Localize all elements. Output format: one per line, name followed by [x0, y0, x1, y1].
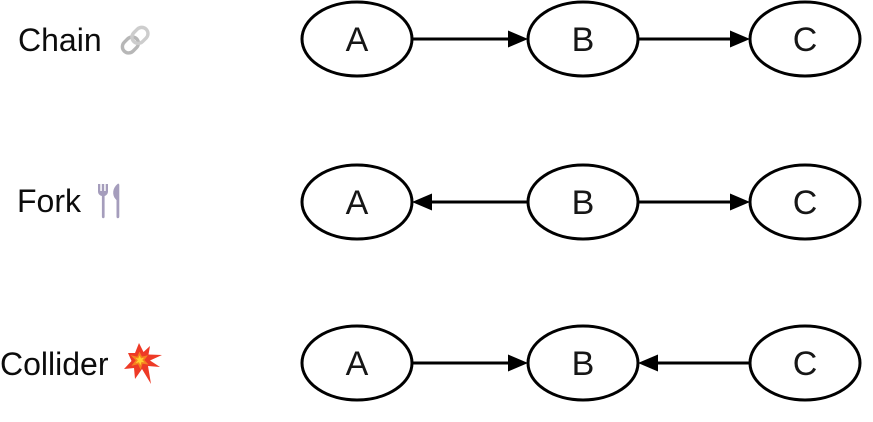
row-label-text-chain: Chain [18, 22, 102, 58]
node-ellipse-fork-c [748, 163, 862, 241]
row-label-text-collider: Collider [0, 346, 109, 382]
row-label-chain: Chain [18, 22, 153, 58]
node-ellipse-fork-b [526, 163, 640, 241]
link-icon [117, 22, 153, 58]
node-ellipse-collider-a [300, 324, 414, 402]
node-label-fork-a: A [346, 184, 369, 222]
node-label-chain-c: C [793, 21, 818, 59]
node-ellipse-collider-c [748, 324, 862, 402]
fork-and-knife-icon [96, 182, 124, 220]
node-ellipse-collider-b [526, 324, 640, 402]
edge-arrowhead-into-c [730, 30, 750, 48]
graph-row-chain: A B C [300, 0, 862, 78]
row-label-fork: Fork [17, 182, 124, 220]
node-ellipse-fork-a [300, 163, 414, 241]
node-label-fork-c: C [793, 184, 818, 222]
edge-arrowhead-into-c [730, 193, 750, 211]
node-label-chain-b: B [572, 21, 595, 59]
row-label-collider: Collider [0, 343, 163, 385]
edge-arrowhead-into-b [508, 30, 528, 48]
node-label-collider-c: C [793, 345, 818, 383]
node-label-collider-a: A [346, 345, 369, 383]
node-ellipse-chain-b [526, 0, 640, 78]
edge-arrowhead-into-b [638, 354, 658, 372]
collision-icon [123, 343, 163, 385]
node-label-fork-b: B [572, 184, 595, 222]
graph-row-collider: A B C [300, 324, 862, 402]
row-label-text-fork: Fork [17, 183, 81, 219]
graph-row-fork: A B C [300, 163, 862, 241]
node-label-chain-a: A [346, 21, 369, 59]
node-ellipse-chain-c [748, 0, 862, 78]
edge-arrowhead-into-b [508, 354, 528, 372]
edge-arrowhead-into-a [412, 193, 432, 211]
node-ellipse-chain-a [300, 0, 414, 78]
node-label-collider-b: B [572, 345, 595, 383]
